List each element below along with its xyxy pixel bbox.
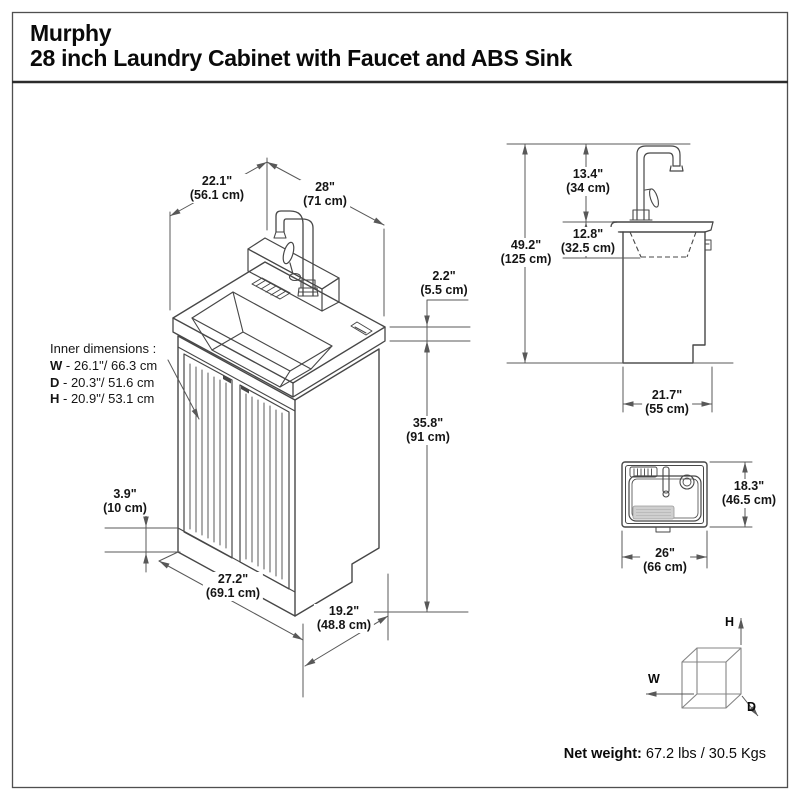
dim-faucet-above-counter: 13.4" (34 cm) bbox=[563, 167, 613, 196]
product-name: Murphy bbox=[30, 20, 112, 46]
d-axis-arrow bbox=[741, 695, 759, 717]
dim-floor-to-counter: 35.8" (91 cm) bbox=[403, 416, 453, 445]
soap-grate bbox=[251, 277, 291, 300]
dim-toe-kick: 3.9" (10 cm) bbox=[100, 487, 150, 516]
cabinet-doors bbox=[183, 353, 290, 590]
page-frame bbox=[11, 11, 789, 789]
inner-dims-width: W - 26.1"/ 66.3 cm bbox=[50, 357, 158, 373]
d-axis-label: D bbox=[747, 700, 757, 714]
inner-dims-heading: Inner dimensions : bbox=[50, 341, 157, 356]
hose-clip bbox=[350, 321, 373, 336]
dim-total-height: 49.2" (125 cm) bbox=[497, 238, 555, 267]
dim-sink-inner-depth: 12.8" (32.5 cm) bbox=[557, 227, 619, 256]
side-faucet bbox=[629, 145, 684, 221]
inner-dims-height: H - 20.9"/ 53.1 cm bbox=[50, 391, 155, 407]
w-axis-label: W bbox=[648, 672, 660, 686]
axis-cube bbox=[646, 618, 759, 717]
dim-width-bottom: 27.2" (69.1 cm) bbox=[202, 572, 264, 601]
inner-dimensions-note: Inner dimensions : W - 26.1"/ 66.3 cm D … bbox=[50, 341, 157, 408]
drain-circle bbox=[679, 474, 695, 490]
net-weight: Net weight: 67.2 lbs / 30.5 Kgs bbox=[563, 746, 766, 762]
dimension-lines-side bbox=[506, 143, 734, 413]
main-isometric-view bbox=[172, 210, 386, 617]
top-faucet bbox=[662, 466, 670, 498]
product-description: 28 inch Laundry Cabinet with Faucet and … bbox=[30, 45, 572, 71]
dim-depth-top: 22.1" (56.1 cm) bbox=[186, 174, 248, 203]
door-handles bbox=[223, 375, 249, 394]
top-view bbox=[621, 461, 708, 533]
dim-depth-bottom: 19.2" (48.8 cm) bbox=[313, 604, 375, 633]
top-grate bbox=[629, 466, 658, 478]
dim-topview-width: 26" (66 cm) bbox=[640, 546, 690, 575]
drain-outlet-tab bbox=[655, 527, 671, 533]
dim-width-top: 28" (71 cm) bbox=[300, 180, 350, 209]
h-axis-label: H bbox=[725, 615, 735, 629]
dim-base-depth: 21.7" (55 cm) bbox=[642, 388, 692, 417]
side-basin-dashed bbox=[629, 231, 697, 258]
dim-counter-thickness: 2.2" (5.5 cm) bbox=[417, 269, 471, 298]
page-title: Murphy 28 inch Laundry Cabinet with Fauc… bbox=[30, 21, 572, 71]
inner-dims-depth: D - 20.3"/ 51.6 cm bbox=[50, 374, 155, 390]
inner-dims-leader bbox=[167, 359, 200, 420]
side-view bbox=[610, 145, 714, 364]
side-hose-clip bbox=[704, 239, 712, 251]
dim-topview-depth: 18.3" (46.5 cm) bbox=[718, 479, 780, 508]
